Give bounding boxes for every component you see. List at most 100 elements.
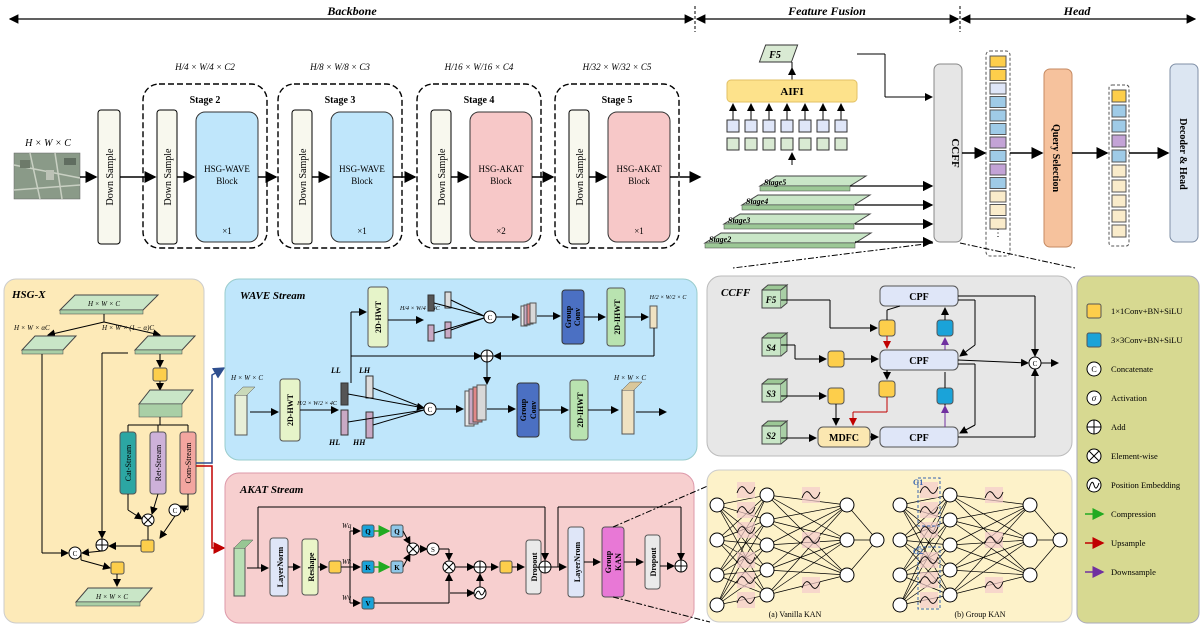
wave-quarter-dims: H/4 × W/4 × 4C bbox=[399, 305, 441, 312]
kan-node bbox=[759, 587, 775, 603]
svg-text:C: C bbox=[428, 406, 433, 414]
token-ellipsis: ⋮ bbox=[993, 228, 1003, 239]
feature-token bbox=[989, 204, 1007, 216]
aifi-token-top bbox=[816, 119, 830, 133]
stage-block: HSG-WAVE bbox=[339, 164, 385, 174]
wave-idwt-1: 2D-IHWT bbox=[576, 392, 585, 428]
wave-lh: LH bbox=[358, 366, 371, 375]
stage-multiplier: ×1 bbox=[357, 226, 367, 236]
head: ⋮ Query Selection Decoder & Head bbox=[985, 50, 1199, 257]
svg-text:C: C bbox=[73, 550, 78, 558]
akat-k: K bbox=[365, 564, 371, 572]
ccff-input-s3: S3 bbox=[761, 377, 789, 403]
query-token bbox=[1111, 149, 1127, 163]
feature-token bbox=[989, 109, 1007, 122]
stage-block-sub: Block bbox=[351, 176, 373, 186]
stage-4: H/16 × W/16 × C4 Stage 4 Down Sample HSG-AK… bbox=[416, 62, 555, 249]
fusion-header: Feature Fusion bbox=[787, 4, 866, 18]
head-header: Head bbox=[1063, 4, 1092, 18]
stage-title: Stage 2 bbox=[190, 95, 221, 106]
legend-label: Upsample bbox=[1111, 538, 1146, 548]
kan-node bbox=[892, 567, 908, 583]
kan-node bbox=[892, 497, 908, 513]
pyramid-label: Stage5 bbox=[764, 178, 786, 187]
kan-node bbox=[1022, 567, 1038, 583]
f5-label: F5 bbox=[768, 50, 781, 61]
vanilla-kan bbox=[709, 482, 885, 613]
stage-title: Stage 4 bbox=[464, 95, 495, 106]
wave-stream-panel: WAVE Stream H × W × C 2D-HWT H/2 × W/2 ×… bbox=[224, 278, 698, 461]
akat-stream-panel: AKAT Stream LayerNorm Reshape Wq Wk Wv Q… bbox=[224, 472, 711, 624]
pyramid-layer: Stage2 bbox=[703, 232, 873, 249]
pyramid-layer: Stage5 bbox=[758, 175, 868, 192]
query-token bbox=[1111, 224, 1127, 238]
svg-text:S2: S2 bbox=[766, 431, 776, 441]
aifi-token-top bbox=[744, 119, 758, 133]
hsgx-right-dims: H × W × (1 − α)C bbox=[101, 324, 154, 332]
wave-idwt-2: 2D-IHWT bbox=[613, 299, 622, 335]
aifi-token-bottom bbox=[816, 137, 830, 151]
stage-downsample: Down Sample bbox=[437, 148, 448, 206]
feature-token bbox=[989, 163, 1007, 176]
kan-node bbox=[839, 567, 855, 583]
wave-hh: HH bbox=[352, 438, 366, 447]
input-dims: H × W × C bbox=[24, 138, 71, 149]
cpf-block-2: CPF bbox=[909, 356, 928, 367]
stage-title: Stage 5 bbox=[602, 95, 633, 106]
stage-multiplier: ×1 bbox=[634, 226, 644, 236]
stage-dims: H/32 × W/32 × C5 bbox=[582, 62, 652, 72]
query-token bbox=[1111, 119, 1127, 133]
akat-wv: Wv bbox=[342, 594, 352, 602]
akat-v: V bbox=[365, 600, 370, 608]
akat-layernorm-2: LayerNrom bbox=[573, 542, 582, 583]
kan-panel: (a) Vanilla KAN (b) Group KAN G1 G2 bbox=[706, 469, 1073, 623]
query-token bbox=[1111, 179, 1127, 193]
hsgx-panel: HSG-X H × W × C H × W × αC H × W × (1 − … bbox=[3, 278, 226, 624]
stage-block-sub: Block bbox=[628, 176, 650, 186]
svg-text:C: C bbox=[1091, 365, 1096, 374]
akat-kan-1: Group bbox=[604, 550, 613, 573]
legend-label: Position Embedding bbox=[1111, 480, 1181, 490]
kan-node bbox=[759, 512, 775, 528]
legend-item-purple: Downsample bbox=[1085, 566, 1156, 578]
ccff-input-f5: F5 bbox=[761, 283, 789, 309]
kan-node bbox=[759, 562, 775, 578]
selected-token-column bbox=[1111, 89, 1127, 238]
stage-block-sub: Block bbox=[490, 176, 512, 186]
kan-node bbox=[709, 597, 725, 613]
kan-node bbox=[942, 512, 958, 528]
kan-node bbox=[942, 587, 958, 603]
aifi-token-top bbox=[834, 119, 848, 133]
stage-downsample: Down Sample bbox=[298, 148, 309, 206]
stage-block: HSG-AKAT bbox=[479, 164, 525, 174]
stage-block-sub: Block bbox=[216, 176, 238, 186]
query-token bbox=[1111, 134, 1127, 148]
vanilla-kan-caption: (a) Vanilla KAN bbox=[769, 610, 822, 619]
legend-item-green: Compression bbox=[1085, 508, 1157, 520]
wave-half-out-dims: H/2 × W/2 × C bbox=[649, 295, 688, 301]
stage-dims: H/16 × W/16 × C4 bbox=[444, 62, 514, 72]
query-selection-block: Query Selection bbox=[1050, 124, 1061, 192]
feature-token bbox=[989, 123, 1007, 135]
aifi-token-bottom bbox=[780, 137, 794, 151]
svg-text:C: C bbox=[173, 507, 178, 515]
aifi-token-top bbox=[798, 119, 812, 133]
feature-token bbox=[989, 190, 1007, 203]
kan-node bbox=[942, 487, 958, 503]
legend-item-red: Upsample bbox=[1085, 537, 1146, 549]
pyramid-layer: Stage4 bbox=[740, 194, 872, 211]
aifi-block: AIFI bbox=[780, 86, 803, 98]
wave-stack-2 bbox=[520, 302, 537, 327]
legend-label: Compression bbox=[1111, 509, 1157, 519]
pyramid-label: Stage2 bbox=[709, 235, 731, 244]
kan-node bbox=[1022, 497, 1038, 513]
stage-downsample: Down Sample bbox=[163, 148, 174, 206]
